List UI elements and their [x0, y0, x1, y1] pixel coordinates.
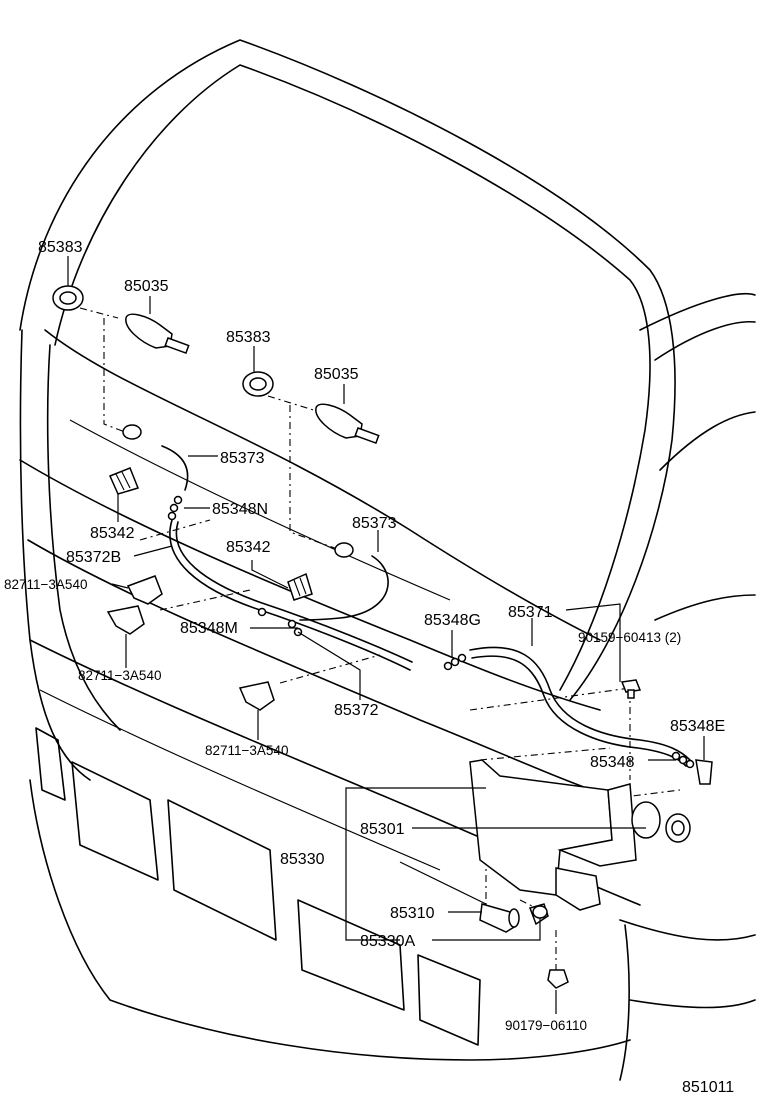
joint-85348G	[443, 653, 467, 671]
label-85035-right: 85035	[314, 366, 359, 383]
label-85371: 85371	[508, 604, 553, 621]
grille-block-2	[71, 761, 159, 881]
grille-block-5	[417, 954, 481, 1046]
fender-right-2	[654, 320, 756, 361]
part-labels: 85383 85035 85383 85035 85373 85348N 853…	[4, 239, 734, 1096]
hose-85372B-inner	[175, 521, 413, 663]
fender-right-1	[639, 292, 756, 331]
label-85330: 85330	[280, 851, 325, 868]
label-85330A: 85330A	[360, 933, 415, 950]
grille-block-3	[167, 799, 277, 941]
bracket-82711-c	[238, 681, 275, 711]
label-85348G: 85348G	[424, 612, 481, 629]
label-85373-upper: 85373	[220, 450, 265, 467]
label-85383-right: 85383	[226, 329, 271, 346]
panel-line-5	[39, 689, 441, 871]
body-left-side	[19, 329, 91, 781]
fender-right-3	[659, 411, 756, 471]
cowl-line-1	[19, 459, 601, 711]
label-85348N: 85348N	[212, 501, 268, 518]
label-85372: 85372	[334, 702, 379, 719]
label-85035-left: 85035	[124, 278, 169, 295]
grille-block-4	[297, 899, 405, 1011]
fender-right-7	[619, 924, 630, 1081]
leader-lines	[67, 256, 705, 1014]
nozzle-85035-left	[125, 313, 190, 355]
cowl-line-2	[27, 539, 621, 801]
label-85342-left: 85342	[90, 525, 135, 542]
grille-block-1	[35, 727, 66, 801]
hose-85371-inner	[471, 655, 687, 767]
label-85383-left: 85383	[38, 239, 83, 256]
joint-85348N	[167, 495, 183, 521]
grommet-85330A	[529, 903, 549, 926]
label-85310: 85310	[390, 905, 435, 922]
bracket-82711-b	[106, 605, 145, 635]
washer-pump-85310	[479, 903, 520, 933]
nozzle-hole-left	[122, 424, 142, 440]
clip-85342-right	[287, 572, 313, 601]
joint-85348	[671, 751, 695, 769]
nozzle-hole-right	[334, 542, 354, 558]
label-85373-lower: 85373	[352, 515, 397, 532]
label-85301: 85301	[360, 821, 405, 838]
window-glass-edge	[54, 64, 651, 691]
vehicle-body-outline	[19, 39, 756, 1081]
hood-line	[44, 329, 601, 641]
nozzle-85035-right	[315, 403, 380, 445]
hose-85371	[469, 646, 691, 761]
label-82711-c: 82711−3A540	[205, 743, 288, 758]
label-85342-right: 85342	[226, 539, 271, 556]
fender-right-6	[629, 999, 756, 1009]
nut-90179	[547, 969, 569, 989]
fender-right-5	[619, 919, 756, 941]
bracket-82711-a	[126, 575, 163, 605]
hose-85373-lower	[299, 555, 389, 621]
label-90179: 90179−06110	[505, 1018, 587, 1033]
hose-85373-upper	[161, 445, 189, 491]
joint-85348M	[257, 607, 303, 637]
window-frame-outer	[19, 39, 676, 701]
label-85372B: 85372B	[66, 549, 121, 566]
hose-85372B	[169, 519, 411, 671]
label-85348M: 85348M	[180, 620, 238, 637]
hoses	[161, 445, 691, 767]
clip-85342-left	[108, 467, 140, 495]
label-90159: 90159−60413 (2)	[578, 630, 681, 645]
diagram-id: 851011	[682, 1079, 734, 1096]
body-left-inner	[46, 344, 121, 731]
label-82711-a: 82711−3A540	[4, 577, 87, 592]
joint-85348E	[695, 759, 713, 785]
bolt-90159	[620, 679, 642, 699]
panel-line-4	[69, 419, 451, 601]
grommet-85383-left	[52, 285, 84, 311]
label-85348: 85348	[590, 754, 635, 771]
washer-tank-85301	[469, 759, 691, 911]
grommet-85383-right	[242, 371, 274, 397]
front-face-lower	[29, 779, 631, 1061]
label-82711-b: 82711−3A540	[78, 668, 161, 683]
label-85348E: 85348E	[670, 718, 725, 735]
fender-right-4	[654, 594, 756, 621]
